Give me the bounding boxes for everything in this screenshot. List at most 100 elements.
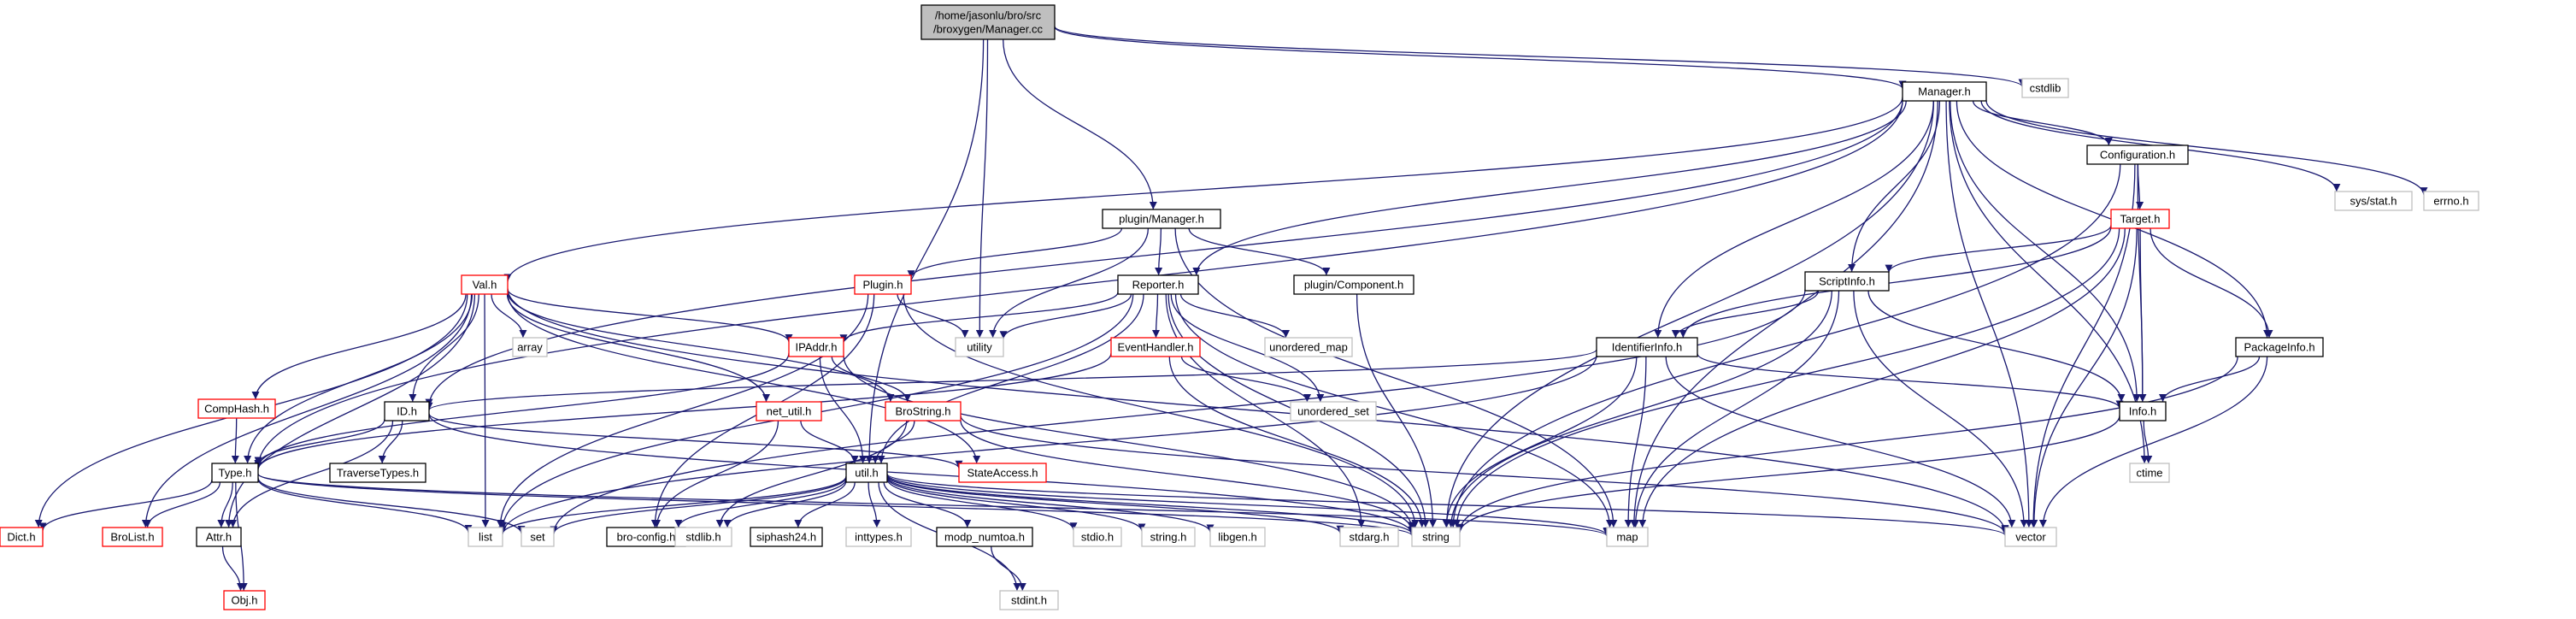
node-stdio-h[interactable]: stdio.h — [1073, 527, 1122, 547]
node-box — [1102, 209, 1221, 229]
node-box — [1141, 527, 1196, 547]
node-info-h[interactable]: Info.h — [2119, 401, 2167, 422]
node-map[interactable]: map — [1606, 527, 1649, 547]
node-plugin-component-h[interactable]: plugin/Component.h — [1293, 274, 1414, 295]
edge-type-h-to-brolist-h — [144, 481, 221, 528]
edge-manager-h-to-identifierinfo-h — [1654, 100, 1934, 339]
node-unordered-set[interactable]: unordered_set — [1290, 401, 1377, 422]
edge-scriptinfo-h-to-info-h — [1867, 290, 2126, 403]
node-util-h[interactable]: util.h — [845, 463, 888, 483]
node-siphash24-h[interactable]: siphash24.h — [750, 527, 823, 547]
node-attr-h[interactable]: Attr.h — [196, 527, 242, 547]
node-manager-h[interactable]: Manager.h — [1902, 81, 1987, 102]
node-stdarg-h[interactable]: stdarg.h — [1339, 527, 1399, 547]
edge-line — [506, 293, 770, 403]
node-libgen-h[interactable]: libgen.h — [1209, 527, 1266, 547]
node-label: string.h — [1150, 531, 1187, 544]
edge-line — [1972, 100, 2113, 146]
node-eventhandler-h[interactable]: EventHandler.h — [1110, 337, 1201, 357]
node-target-h[interactable]: Target.h — [2110, 209, 2170, 229]
node-string[interactable]: string — [1411, 527, 1461, 547]
node-array[interactable]: array — [512, 337, 548, 357]
edge-val-h-to-attr-h — [225, 293, 476, 528]
edge-ipaddr-h-to-type-h — [254, 352, 790, 469]
edge-line — [141, 293, 473, 528]
node-reporter-h[interactable]: Reporter.h — [1117, 274, 1199, 295]
node-val-h[interactable]: Val.h — [461, 274, 509, 295]
node-stdlib-h[interactable]: stdlib.h — [674, 527, 732, 547]
edge-line — [1853, 290, 2028, 528]
node-type-h[interactable]: Type.h — [211, 463, 259, 483]
edge-util-h-to-string — [886, 475, 1416, 535]
edge-line — [2030, 227, 2138, 528]
edge-line — [653, 420, 779, 528]
node-configuration-h[interactable]: Configuration.h — [2086, 144, 2189, 165]
node-packageinfo-h[interactable]: PackageInfo.h — [2235, 337, 2324, 357]
node-stdint-h[interactable]: stdint.h — [999, 590, 1059, 610]
node-box — [750, 527, 823, 547]
edge-line — [1665, 356, 2016, 528]
edge-line — [550, 289, 1806, 534]
edge-line — [257, 473, 1611, 537]
node-traversetypes-h[interactable]: TraverseTypes.h — [329, 463, 426, 483]
node-box — [2004, 527, 2057, 547]
node-manager-cc[interactable]: /home/jasonlu/bro/src/broxygen/Manager.c… — [920, 4, 1056, 40]
node-unordered-map[interactable]: unordered_map — [1264, 337, 1353, 357]
edge-id-h-to-traversetypes-h — [378, 420, 403, 464]
node-box — [936, 527, 1033, 547]
node-brolist-h[interactable]: BroList.h — [102, 527, 163, 547]
node-vector[interactable]: vector — [2004, 527, 2057, 547]
edge-val-h-to-net-util-h — [506, 293, 770, 403]
node-cstdlib[interactable]: cstdlib — [2021, 78, 2069, 98]
node-obj-h[interactable]: Obj.h — [223, 590, 266, 610]
edge-manager-cc-to-plugin-manager-h — [1003, 38, 1157, 210]
node-ctime[interactable]: ctime — [2129, 463, 2170, 483]
edge-plugin-manager-h-to-plugin-h — [907, 227, 1123, 279]
node-identifierinfo-h[interactable]: IdentifierInfo.h — [1596, 337, 1698, 357]
node-box — [885, 401, 962, 422]
edge-manager-h-to-ctime — [1949, 100, 2149, 464]
edge-util-h-to-bro-config-h — [674, 478, 847, 528]
edge-line — [975, 38, 989, 339]
node-box — [329, 463, 426, 483]
node-dict-h[interactable]: Dict.h — [0, 527, 44, 547]
edge-plugin-h-to-string — [903, 293, 1420, 528]
node-comphash-h[interactable]: CompHash.h — [197, 398, 276, 419]
edge-line — [1152, 293, 1161, 339]
node-modp-numtoa-h[interactable]: modp_numtoa.h — [936, 527, 1033, 547]
edge-eventhandler-h-to-unordered-set — [1180, 356, 1311, 403]
edge-line — [257, 478, 473, 534]
edge-util-h-to-inttypes-h — [867, 481, 881, 528]
node-stateaccess-h[interactable]: StateAccess.h — [958, 463, 1047, 483]
node-scriptinfo-h[interactable]: ScriptInfo.h — [1804, 271, 1890, 292]
edge-line — [1632, 290, 1840, 528]
node-errno-h[interactable]: errno.h — [2423, 191, 2479, 211]
node-bro-config-h[interactable]: bro-config.h — [606, 527, 686, 547]
node-string-h[interactable]: string.h — [1141, 527, 1196, 547]
edge-plugin-h-to-utility — [897, 293, 969, 339]
edge-val-h-to-id-h — [409, 293, 479, 403]
node-id-h[interactable]: ID.h — [384, 401, 430, 422]
node-label: modp_numtoa.h — [944, 531, 1025, 544]
node-box — [197, 398, 276, 419]
node-plugin-h[interactable]: Plugin.h — [854, 274, 912, 295]
edge-line — [1442, 356, 1638, 528]
node-plugin-manager-h[interactable]: plugin/Manager.h — [1102, 209, 1221, 229]
node-net-util-h[interactable]: net_util.h — [756, 401, 822, 422]
edge-info-h-to-string — [1456, 415, 2120, 534]
node-label: Val.h — [473, 279, 497, 292]
edge-line — [221, 545, 244, 592]
edge-util-h-to-vector — [886, 473, 2009, 536]
node-set[interactable]: set — [520, 527, 555, 547]
edge-line — [428, 413, 963, 469]
edge-line — [1192, 100, 1907, 276]
node-list[interactable]: list — [468, 527, 503, 547]
node-label: BroList.h — [110, 531, 154, 544]
node-sys-stat-h[interactable]: sys/stat.h — [2334, 191, 2413, 211]
node-inttypes-h[interactable]: inttypes.h — [845, 527, 912, 547]
node-ipaddr-h[interactable]: IPAddr.h — [788, 337, 844, 357]
edge-line — [1054, 27, 1907, 90]
node-utility[interactable]: utility — [955, 337, 1004, 357]
node-brostring-h[interactable]: BroString.h — [885, 401, 962, 422]
edge-info-h-to-ctime — [2143, 420, 2153, 464]
